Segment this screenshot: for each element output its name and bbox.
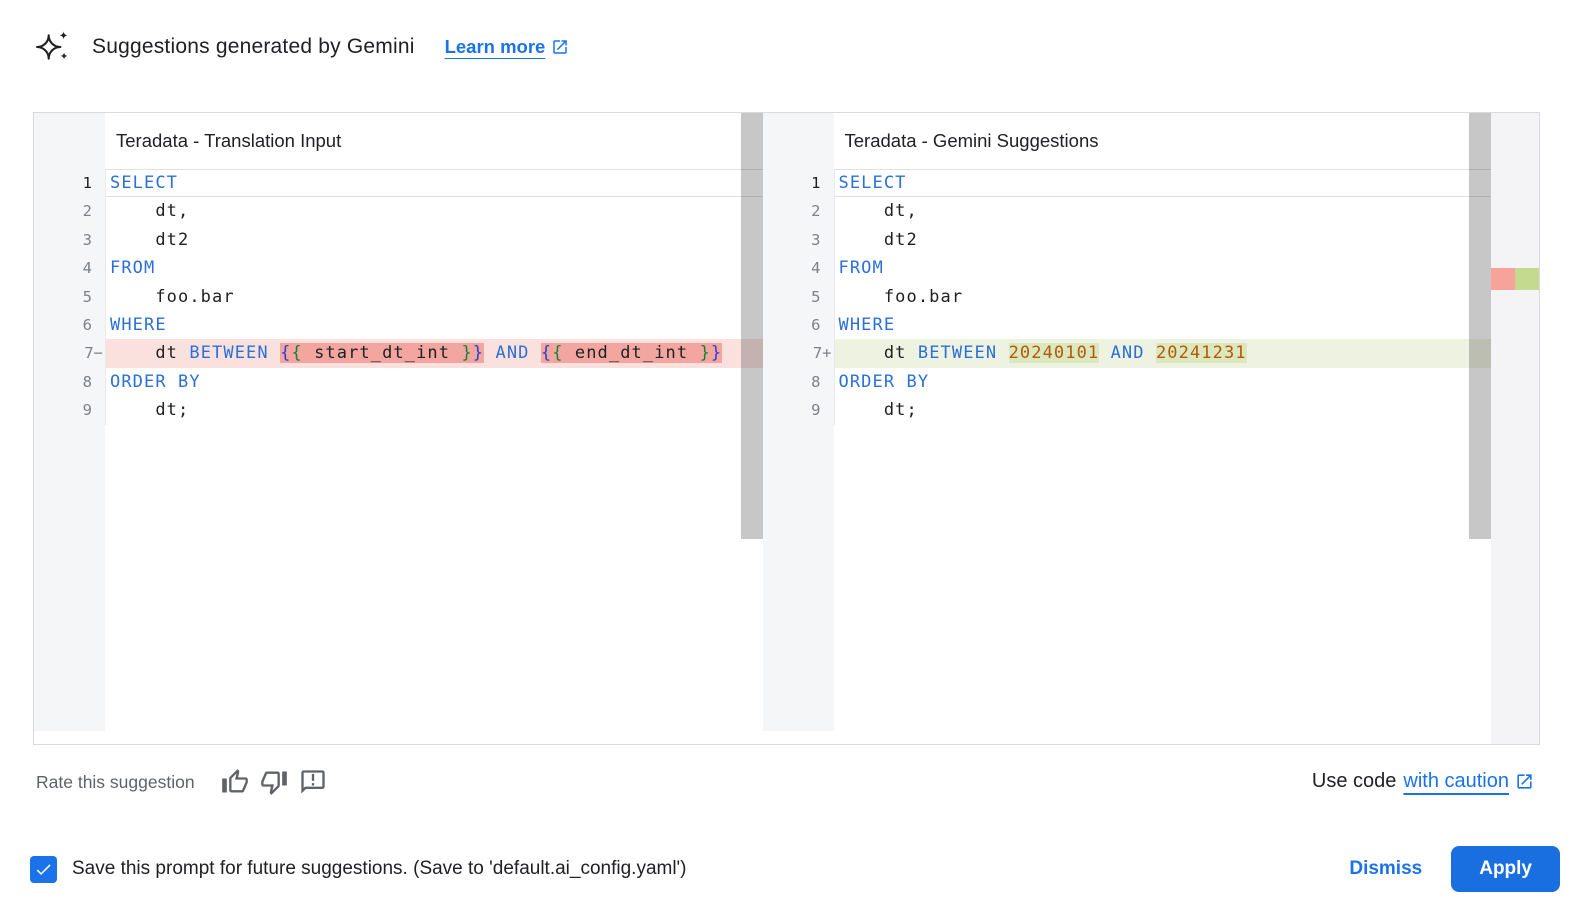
code-line[interactable]: 1 SELECT	[763, 169, 1492, 198]
code-line[interactable]: 5 foo.bar	[34, 282, 763, 311]
line-number: 1	[82, 174, 92, 192]
code-text: WHERE	[833, 310, 1492, 340]
diff-overview-ruler[interactable]	[1491, 113, 1539, 744]
feedback-button[interactable]	[299, 768, 327, 796]
code-line[interactable]: 7− dt BETWEEN {{ start_dt_int }} AND {{ …	[34, 339, 763, 368]
line-number: 4	[811, 259, 821, 278]
action-bar: Save this prompt for future suggestions.…	[30, 846, 1560, 892]
line-number: 2	[811, 202, 821, 221]
dismiss-button[interactable]: Dismiss	[1333, 848, 1438, 890]
code-text: ORDER BY	[833, 367, 1492, 397]
save-prompt-checkbox[interactable]	[30, 855, 57, 883]
external-link-icon	[553, 40, 568, 54]
line-number: 3	[82, 230, 92, 249]
gemini-sparkle-icon	[36, 31, 68, 60]
thumbs-up-button[interactable]	[221, 768, 249, 796]
code-text: dt2	[833, 225, 1492, 255]
line-number: 7+	[812, 344, 832, 363]
code-line[interactable]: 2 dt,	[34, 197, 763, 226]
code-text: SELECT	[833, 169, 1492, 198]
code-line[interactable]: 9 dt;	[763, 396, 1492, 425]
code-text: foo.bar	[105, 282, 763, 311]
rate-suggestion-row: Rate this suggestion	[36, 768, 338, 796]
code-line[interactable]: 5 foo.bar	[763, 282, 1492, 311]
external-link-icon	[1517, 774, 1532, 789]
page-title: Suggestions generated by Gemini	[92, 35, 415, 58]
code-text: ORDER BY	[105, 367, 763, 397]
code-line[interactable]: 2 dt,	[763, 197, 1492, 226]
line-number: 5	[82, 287, 92, 306]
code-line[interactable]: 3 dt2	[763, 225, 1492, 255]
line-number: 8	[811, 372, 821, 391]
code-line[interactable]: 8 ORDER BY	[763, 367, 1492, 397]
code-text: dt2	[105, 225, 763, 255]
code-text: SELECT	[105, 169, 763, 198]
code-text: FROM	[105, 254, 763, 283]
line-number-gutter	[762, 113, 834, 731]
code-line[interactable]: 8 ORDER BY	[34, 367, 763, 397]
save-prompt-group: Save this prompt for future suggestions.…	[30, 855, 687, 883]
learn-more-link[interactable]: Learn more	[445, 36, 570, 58]
save-prompt-label: Save this prompt for future suggestions.…	[72, 858, 687, 879]
left-scrollbar[interactable]	[740, 113, 763, 539]
apply-button[interactable]: Apply	[1451, 846, 1560, 892]
line-number: 6	[811, 315, 821, 334]
line-number-gutter	[34, 113, 105, 731]
line-number: 9	[82, 401, 92, 420]
line-number: 2	[82, 202, 92, 221]
code-text: FROM	[833, 254, 1492, 283]
line-number: 8	[82, 372, 92, 391]
left-pane-title: Teradata - Translation Input	[116, 130, 342, 151]
checkmark-icon	[36, 863, 51, 875]
removed-change-marker	[1491, 268, 1515, 290]
code-text: dt;	[833, 396, 1492, 425]
line-number: 5	[811, 287, 821, 306]
line-number: 4	[82, 259, 92, 278]
code-text: dt,	[833, 197, 1492, 226]
dialog-buttons: Dismiss Apply	[1333, 846, 1560, 892]
code-line[interactable]: 7+ dt BETWEEN 20240101 AND 20241231	[763, 339, 1491, 368]
code-line[interactable]: 4 FROM	[34, 254, 763, 283]
with-caution-link[interactable]: with caution	[1403, 770, 1534, 793]
line-number: 6	[82, 315, 92, 334]
code-text: dt BETWEEN 20240101 AND 20241231	[833, 339, 1491, 368]
code-line[interactable]: 1 SELECT	[34, 169, 763, 198]
code-line[interactable]: 9 dt;	[34, 396, 763, 425]
code-text: dt;	[105, 396, 763, 425]
code-line[interactable]: 4 FROM	[763, 254, 1492, 283]
code-line[interactable]: 6 WHERE	[34, 310, 763, 340]
code-text: WHERE	[105, 310, 763, 340]
right-pane-title: Teradata - Gemini Suggestions	[844, 130, 1099, 151]
code-text: dt BETWEEN {{ start_dt_int }} AND {{ end…	[105, 339, 763, 368]
line-number: 7−	[84, 344, 103, 363]
rate-label: Rate this suggestion	[36, 771, 195, 792]
code-line[interactable]: 3 dt2	[34, 225, 763, 255]
use-code-text: Use code	[1311, 770, 1397, 792]
right-scrollbar[interactable]	[1469, 113, 1491, 539]
line-number: 9	[811, 401, 821, 420]
line-number: 1	[811, 174, 821, 192]
code-line[interactable]: 6 WHERE	[763, 310, 1492, 340]
code-text: dt,	[105, 197, 763, 226]
use-code-row: Use code with caution	[1312, 770, 1534, 793]
suggestions-header: Suggestions generated by Gemini Learn mo…	[36, 30, 569, 64]
line-number: 3	[811, 230, 821, 249]
added-change-marker	[1515, 268, 1539, 290]
thumbs-down-button[interactable]	[260, 768, 288, 796]
code-text: foo.bar	[833, 282, 1492, 311]
